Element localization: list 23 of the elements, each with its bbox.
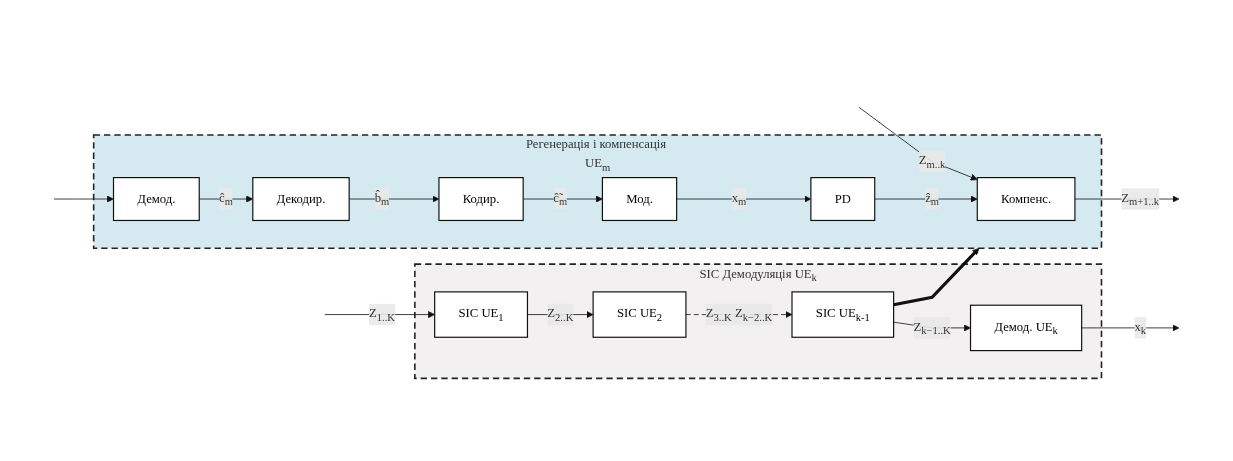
edge-label: x$_{k}$ bbox=[1134, 319, 1147, 336]
edge-label: Z$_{m..k}$ bbox=[918, 152, 946, 170]
edge-label: ĉ̃$_{m}$ bbox=[553, 190, 568, 208]
edge-label: Z$_{2..K}$ bbox=[547, 305, 574, 323]
node-box: Демод. UE$_{k}$ bbox=[969, 304, 1083, 351]
edge-label: Z$_{m+1..k}$ bbox=[1121, 190, 1160, 208]
edge-label: ẑ$_{m}$ bbox=[925, 190, 940, 208]
node-box: Декодир. bbox=[252, 176, 350, 221]
edge-label: Z$_{1..K}$ bbox=[369, 305, 395, 323]
node-box: SIC UE$_{k-1}$ bbox=[791, 290, 895, 338]
node-box: Демод. bbox=[112, 176, 200, 221]
node-box: PD bbox=[810, 176, 876, 221]
edge-label: x$_{m}$ bbox=[731, 190, 747, 208]
edge-label: Z$_{k−1..K}$ bbox=[913, 319, 951, 336]
node-box: Мод. bbox=[601, 176, 678, 221]
node-box: Кодир. bbox=[438, 176, 524, 221]
node-box: SIC UE$_{2}$ bbox=[592, 290, 687, 338]
edge-label: ĉ$_{m}$ bbox=[219, 190, 233, 208]
arrow bbox=[893, 247, 980, 306]
node-box: SIC UE$_{1}$ bbox=[434, 290, 529, 338]
edge-label: b̂$_{m}$ bbox=[374, 190, 390, 208]
edge-label: Z$_{3..K}$ Z$_{k−2..K}$ bbox=[705, 305, 773, 323]
node-box: Компенс. bbox=[976, 176, 1076, 221]
